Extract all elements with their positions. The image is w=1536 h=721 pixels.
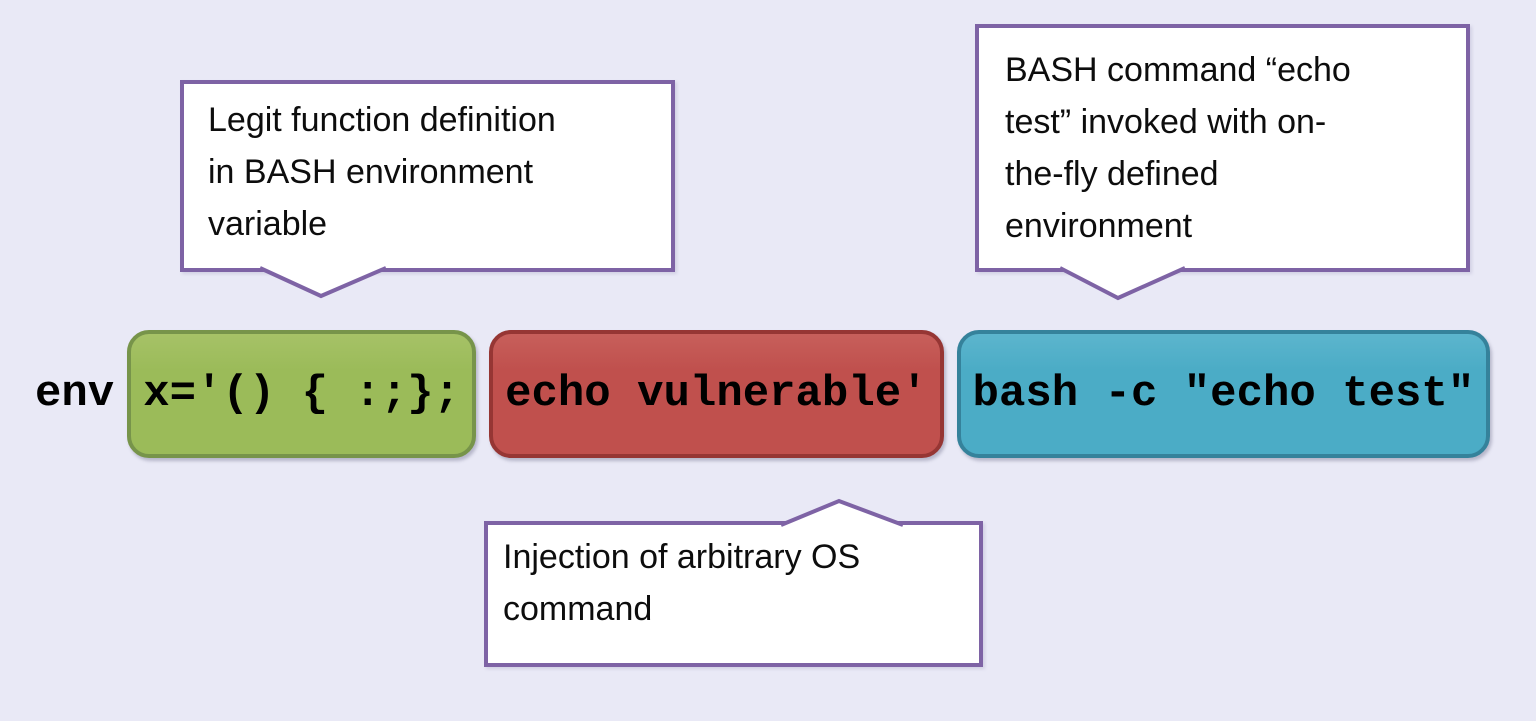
command-line: env x='() { :;}; echo vulnerable' bash -…: [35, 330, 1491, 458]
env-prefix: env: [35, 369, 115, 419]
callout-text-line: BASH command “echo: [1005, 51, 1351, 89]
callout-pointer-up-icon: [780, 498, 904, 527]
callout-text-line: command: [503, 590, 653, 628]
callout-bash-command-invocation: BASH command “echo test” invoked with on…: [975, 24, 1470, 301]
callout-pointer-down-icon: [259, 266, 387, 299]
callout-text-line: variable: [208, 205, 328, 243]
callout-text-line: Injection of arbitrary OS: [503, 538, 861, 576]
callout-text-line: environment: [1005, 207, 1193, 245]
callout-pointer-down-icon: [1059, 266, 1186, 301]
segment-function-definition: x='() { :;};: [127, 330, 477, 458]
callout-text-line: Legit function definition: [208, 101, 556, 139]
callout-text-line: the-fly defined: [1005, 155, 1219, 193]
callout-text-line: in BASH environment: [208, 153, 534, 191]
callout-text-line: test” invoked with on-: [1005, 103, 1327, 141]
segment-injected-command: echo vulnerable': [489, 330, 944, 458]
segment-bash-invocation: bash -c "echo test": [956, 330, 1491, 458]
callout-os-command-injection: Injection of arbitrary OS command: [484, 498, 983, 667]
callout-legit-function-definition: Legit function definition in BASH enviro…: [180, 80, 675, 299]
